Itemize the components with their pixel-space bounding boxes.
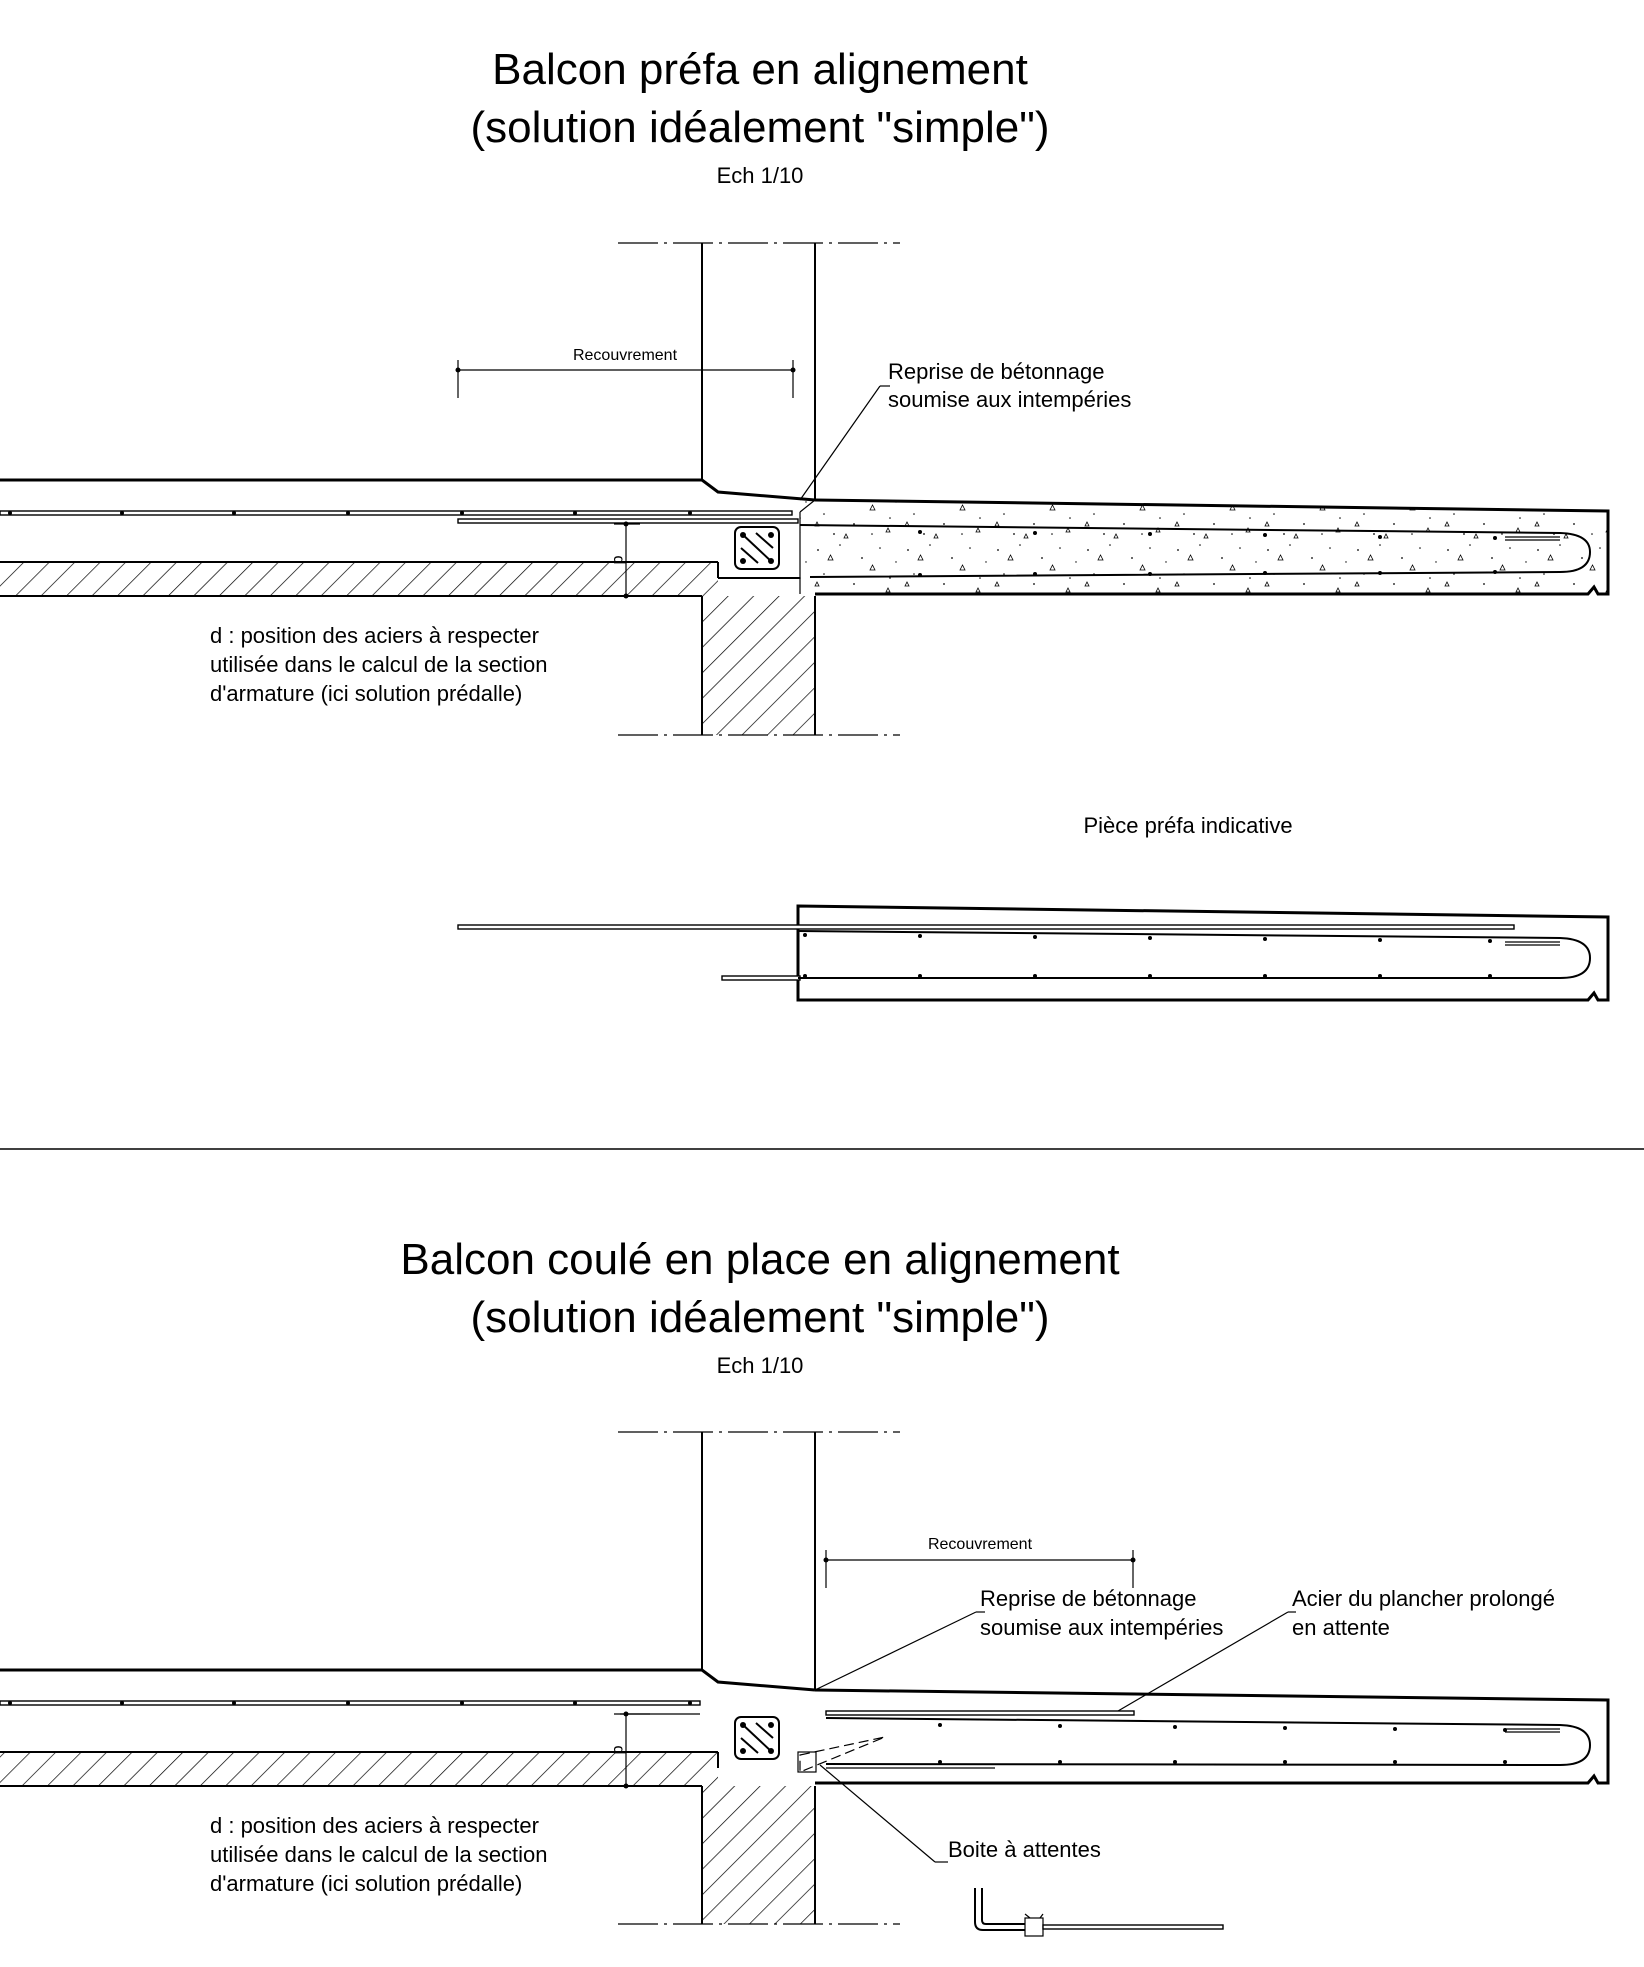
boite-attentes-label: Boite à attentes (948, 1837, 1101, 1862)
bottom-floor-slab (0, 1668, 816, 1787)
bottom-recouvrement-dimension: Recouvrement (823, 1536, 1136, 1588)
top-balcony-slab (799, 498, 1610, 596)
top-lap-rebar (457, 518, 799, 524)
bottom-acier-line1: Acier du plancher prolongé (1292, 1586, 1555, 1611)
top-title-line2: (solution idéalement "simple") (470, 103, 1049, 152)
top-rebars (0, 510, 1592, 578)
top-reprise-annotation: Reprise de bétonnage soumise aux intempé… (799, 359, 1131, 501)
bottom-d-note-line1: d : position des aciers à respecter (210, 1813, 539, 1838)
bottom-acier-line2: en attente (1292, 1615, 1390, 1640)
bottom-boite-annotation: Boite à attentes (819, 1764, 1101, 1863)
top-reprise-line1: Reprise de bétonnage (888, 359, 1105, 384)
top-d-note-line3: d'armature (ici solution prédalle) (210, 681, 522, 706)
top-section: Balcon préfa en alignement (solution idé… (0, 45, 1610, 1002)
bottom-predalle-hatch (0, 1752, 718, 1786)
bottom-extended-rebar (825, 1710, 1135, 1716)
precast-piece-drawing (457, 904, 1610, 1002)
top-d-note-line2: utilisée dans le calcul de la section (210, 652, 548, 677)
top-recouvrement-dimension: Recouvrement (455, 347, 796, 398)
piece-prefa-label: Pièce préfa indicative (1083, 813, 1292, 838)
bottom-section: Balcon coulé en place en alignement (sol… (0, 1235, 1610, 1937)
bottom-balcony-rebar-loop (825, 1717, 1592, 1767)
boite-attentes-detail (974, 1888, 1224, 1937)
top-title-line1: Balcon préfa en alignement (492, 45, 1028, 94)
bottom-waiting-box (797, 1736, 886, 1773)
top-lower-wall (701, 596, 816, 735)
bottom-chaining-stirrup (734, 1716, 780, 1760)
top-recouvrement-label: Recouvrement (573, 347, 678, 364)
bottom-scale-label: Ech 1/10 (717, 1353, 804, 1378)
bottom-acier-annotation: Acier du plancher prolongé en attente (1117, 1586, 1555, 1712)
bottom-d-dimension: d (610, 1711, 650, 1789)
bottom-balcony-slab (814, 1688, 1610, 1785)
top-predalle-hatch (0, 562, 718, 596)
bottom-reprise-line2: soumise aux intempéries (980, 1615, 1223, 1640)
top-floor-slab (0, 478, 816, 597)
bottom-reprise-line1: Reprise de bétonnage (980, 1586, 1197, 1611)
top-reprise-line2: soumise aux intempéries (888, 387, 1131, 412)
bottom-d-note-line3: d'armature (ici solution prédalle) (210, 1871, 522, 1896)
bottom-reprise-annotation: Reprise de bétonnage soumise aux intempé… (814, 1586, 1223, 1691)
bottom-rebars (0, 1700, 1592, 1773)
top-upper-wall (701, 243, 816, 500)
top-d-dimension: d (610, 521, 640, 599)
top-d-symbol: d (610, 556, 627, 565)
bottom-title-line1: Balcon coulé en place en alignement (400, 1235, 1119, 1284)
bottom-d-note-line2: utilisée dans le calcul de la section (210, 1842, 548, 1867)
bottom-upper-wall (701, 1432, 816, 1690)
top-chaining-stirrup (734, 526, 780, 570)
bottom-recouvrement-label: Recouvrement (928, 1536, 1033, 1553)
bottom-d-symbol: d (610, 1746, 627, 1755)
bottom-title-line2: (solution idéalement "simple") (470, 1293, 1049, 1342)
top-scale-label: Ech 1/10 (717, 163, 804, 188)
bottom-lower-wall (701, 1786, 816, 1924)
top-balcony-rebar-loop (799, 524, 1592, 578)
top-d-note-line1: d : position des aciers à respecter (210, 623, 539, 648)
top-slab-rebar (0, 510, 793, 516)
